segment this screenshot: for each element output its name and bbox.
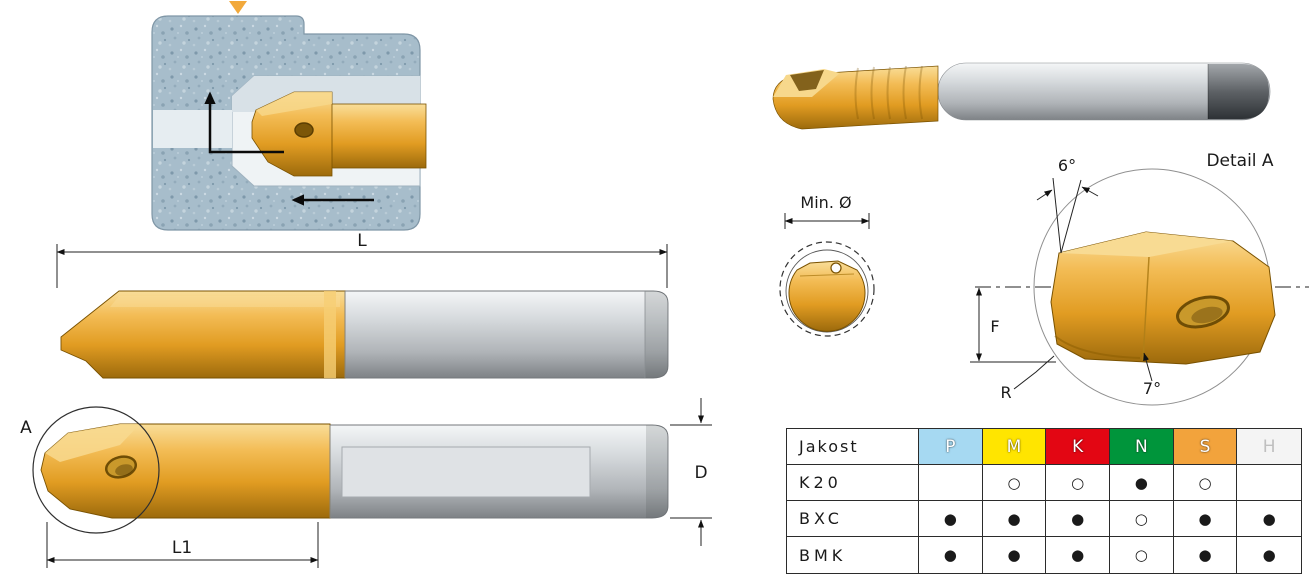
table-col-m: M xyxy=(982,429,1047,465)
grade-cell: ● xyxy=(919,501,983,537)
tip-top-facet xyxy=(1059,232,1233,257)
dim-label-f: F xyxy=(990,317,999,336)
shank-end-chamfer xyxy=(645,291,668,378)
shank-end-chamfer xyxy=(646,425,668,518)
detail-ref-label: A xyxy=(20,418,32,438)
pilot-bore xyxy=(153,110,232,148)
grade-cell: ● xyxy=(1173,501,1238,537)
feed-direction-arrow xyxy=(204,91,284,154)
grade-cell: ○ xyxy=(1173,465,1238,501)
angle-6-annotation: 6° xyxy=(1036,156,1099,254)
tool-side-view-top xyxy=(60,290,669,379)
turned-grooves xyxy=(854,65,923,120)
table-header-row: Jakost P M K N S H xyxy=(787,429,1301,465)
grade-cell: ○ xyxy=(982,465,1047,501)
min-diameter-view: Min. Ø xyxy=(779,193,875,337)
tool-od-circle xyxy=(785,249,869,333)
hole-shadow xyxy=(115,464,133,476)
table-col-s: S xyxy=(1173,429,1238,465)
grade-cell: ○ xyxy=(1110,501,1174,537)
dimension-F: F xyxy=(970,287,1056,363)
row-label: K20 xyxy=(787,465,919,501)
tool-side-view-bottom: A xyxy=(20,406,669,534)
grade-cell: ● xyxy=(919,537,983,573)
shank-flat xyxy=(341,446,591,498)
table-row-bxc: BXC ● ● ● ○ ● ● xyxy=(787,501,1301,537)
grade-cell: ○ xyxy=(1110,537,1174,573)
hole-shadow xyxy=(1191,306,1223,324)
grade-cell: ● xyxy=(1046,537,1110,573)
head-gold xyxy=(60,290,346,379)
workpiece-cross-section xyxy=(151,15,427,231)
grade-cell: ● xyxy=(1237,501,1301,537)
grade-table: Jakost P M K N S H K20 ○ ○ ● ○ BXC ● ● ●… xyxy=(786,428,1302,574)
grade-cell: ○ xyxy=(1046,465,1110,501)
grade-cell: ● xyxy=(1174,537,1238,573)
tool-head-highlight xyxy=(256,92,332,116)
grade-cell xyxy=(919,465,983,501)
insert-screw-hole xyxy=(1176,295,1230,329)
shank-silver xyxy=(344,290,669,379)
table-col-h: H xyxy=(1237,429,1301,465)
table-col-p: P xyxy=(919,429,983,465)
table-header-jakost: Jakost xyxy=(787,429,919,465)
min-bore-label: Min. Ø xyxy=(800,193,851,212)
dimension-D: D xyxy=(670,398,712,546)
min-bore-circle xyxy=(779,241,875,337)
grade-cell: ● xyxy=(1046,501,1110,537)
tool-shank-section xyxy=(319,103,427,169)
row-label: BMK xyxy=(787,537,919,573)
angle-7-label: 7° xyxy=(1143,379,1161,398)
insert-screw-hole xyxy=(294,122,314,138)
grade-cell: ● xyxy=(1262,546,1276,564)
grade-cell xyxy=(1237,465,1301,501)
tool-in-bore xyxy=(251,91,427,177)
angle-7-annotation: 7° xyxy=(1143,352,1161,398)
yellow-arrow-icon xyxy=(229,1,247,14)
dim-label-l1: L1 xyxy=(172,538,192,558)
detail-a-view: Detail A 6° F R 7° xyxy=(970,151,1309,406)
detail-title: Detail A xyxy=(1206,151,1273,171)
grade-cell: ● xyxy=(1110,465,1174,501)
radius-label: R xyxy=(1000,383,1011,402)
radius-annotation: R xyxy=(1000,355,1055,402)
tool-3d-render xyxy=(772,62,1271,130)
neck-ring xyxy=(324,291,336,378)
coolant-hole xyxy=(830,262,842,274)
table-col-n: N xyxy=(1110,429,1174,465)
dim-label-l: L xyxy=(357,231,367,251)
table-row-bmk: BMK ● ● ● ○ ● ● xyxy=(787,537,1301,573)
insert-screw-hole xyxy=(104,455,138,479)
dim-label-d: D xyxy=(694,463,707,483)
detail-circle-a xyxy=(32,406,160,534)
table-row-k20: K20 ○ ○ ● ○ xyxy=(787,465,1301,501)
clamp-end-3d xyxy=(1208,64,1269,119)
grade-cell: ● xyxy=(983,537,1047,573)
tool-front-view xyxy=(788,260,866,332)
grade-cell: ● xyxy=(982,501,1047,537)
angle-6-label: 6° xyxy=(1058,156,1076,175)
table-col-k: K xyxy=(1046,429,1110,465)
dimension-L: L xyxy=(56,231,668,288)
head-highlight xyxy=(110,296,340,307)
insert-face xyxy=(45,424,140,462)
row-label: BXC xyxy=(787,501,919,537)
dimension-L1: L1 xyxy=(46,522,319,568)
tip-pocket-3d xyxy=(790,70,824,91)
